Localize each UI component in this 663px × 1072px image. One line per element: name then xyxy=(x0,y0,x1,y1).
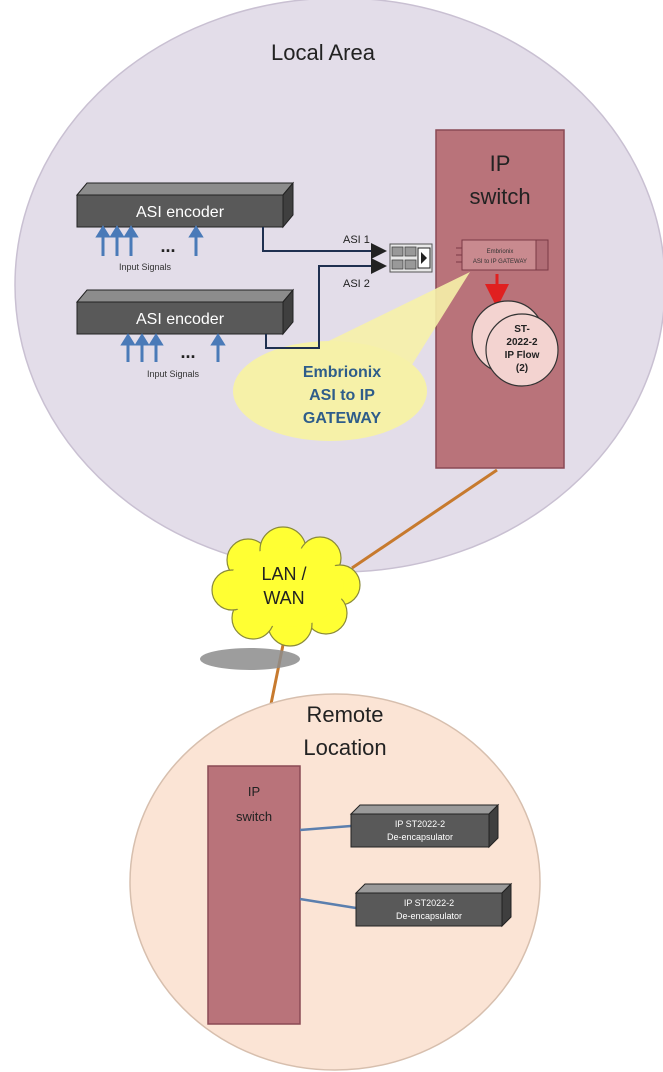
local-area-region xyxy=(14,0,663,573)
input-arrow-head xyxy=(109,225,125,238)
local-ip-switch-label-1: IP xyxy=(490,151,511,176)
decap-2-label-2: De-encapsulator xyxy=(396,911,462,921)
remote-ip-switch-label-2: switch xyxy=(236,809,272,824)
encoder-2 xyxy=(76,301,284,335)
flow-circle-front xyxy=(485,313,559,387)
decap-1-link xyxy=(299,824,352,832)
decap-2-label-1: IP ST2022-2 xyxy=(404,898,454,908)
remote-title-1: Remote xyxy=(306,702,383,727)
encoder-2-top xyxy=(75,289,295,303)
input-arrow-head xyxy=(188,225,204,238)
flow-label-1: ST- xyxy=(514,324,530,335)
encoder-2-inputs xyxy=(120,333,226,362)
input-arrow-head xyxy=(123,225,139,238)
local-ip-switch xyxy=(435,129,565,469)
flow-label-2: 2022-2 xyxy=(506,337,538,348)
input-arrow-head xyxy=(134,333,150,346)
decap-2 xyxy=(355,892,503,927)
asi-port-3 xyxy=(404,246,417,257)
gateway-module-end xyxy=(535,239,549,271)
gateway-module xyxy=(461,239,543,271)
cloud-label-2: WAN xyxy=(263,588,304,608)
wan-link-local xyxy=(351,468,498,570)
asi-sfp-indicator xyxy=(421,252,427,264)
input-arrow-head xyxy=(148,333,164,346)
decap-1-top xyxy=(349,804,500,815)
asi-port-1 xyxy=(391,246,404,257)
encoder-1-caption: Input Signals xyxy=(119,262,172,272)
decap-1-label-2: De-encapsulator xyxy=(387,832,453,842)
local-ip-switch-label-2: switch xyxy=(469,184,530,209)
encoder-1-ellipsis: ... xyxy=(160,236,175,256)
callout-label-2: ASI to IP xyxy=(309,387,375,404)
local-area-title: Local Area xyxy=(271,40,376,65)
encoder-2-label: ASI encoder xyxy=(136,311,225,328)
gateway-module-label-2: ASI to IP GATEWAY xyxy=(473,259,527,265)
remote-ip-switch xyxy=(207,765,301,1025)
encoder-1-top xyxy=(75,182,295,196)
asi-port-4 xyxy=(404,259,417,270)
input-arrow-head xyxy=(210,333,226,346)
asi-2-label: ASI 2 xyxy=(343,278,370,290)
decap-2-link xyxy=(299,897,357,910)
remote-ip-switch-label-1: IP xyxy=(248,784,260,799)
gateway-module-label-1: Embrionix xyxy=(487,249,514,255)
encoder-1-label: ASI encoder xyxy=(136,204,225,221)
flow-label-3: IP Flow xyxy=(505,350,540,361)
callout-label-1: Embrionix xyxy=(303,364,381,381)
asi-port-2 xyxy=(391,259,404,270)
input-arrow-head xyxy=(120,333,136,346)
asi-1-label: ASI 1 xyxy=(343,234,370,246)
encoder-1 xyxy=(76,194,284,228)
encoder-2-caption: Input Signals xyxy=(147,369,200,379)
decap-2-top xyxy=(354,883,513,894)
decap-1-label-1: IP ST2022-2 xyxy=(395,819,445,829)
encoder-1-inputs xyxy=(95,225,204,256)
asi-1-link xyxy=(262,227,387,259)
cloud-label-1: LAN / xyxy=(261,564,306,584)
decap-1 xyxy=(350,813,490,848)
cloud-body xyxy=(228,547,344,627)
callout-label-3: GATEWAY xyxy=(303,410,382,427)
cloud-shadow xyxy=(200,648,300,670)
asi-2-link xyxy=(265,258,387,349)
encoder-2-ellipsis: ... xyxy=(180,342,195,362)
gateway-callout xyxy=(233,341,427,441)
remote-title-2: Location xyxy=(303,735,386,760)
input-arrow-head xyxy=(95,225,111,238)
flow-label-4: (2) xyxy=(516,363,528,374)
